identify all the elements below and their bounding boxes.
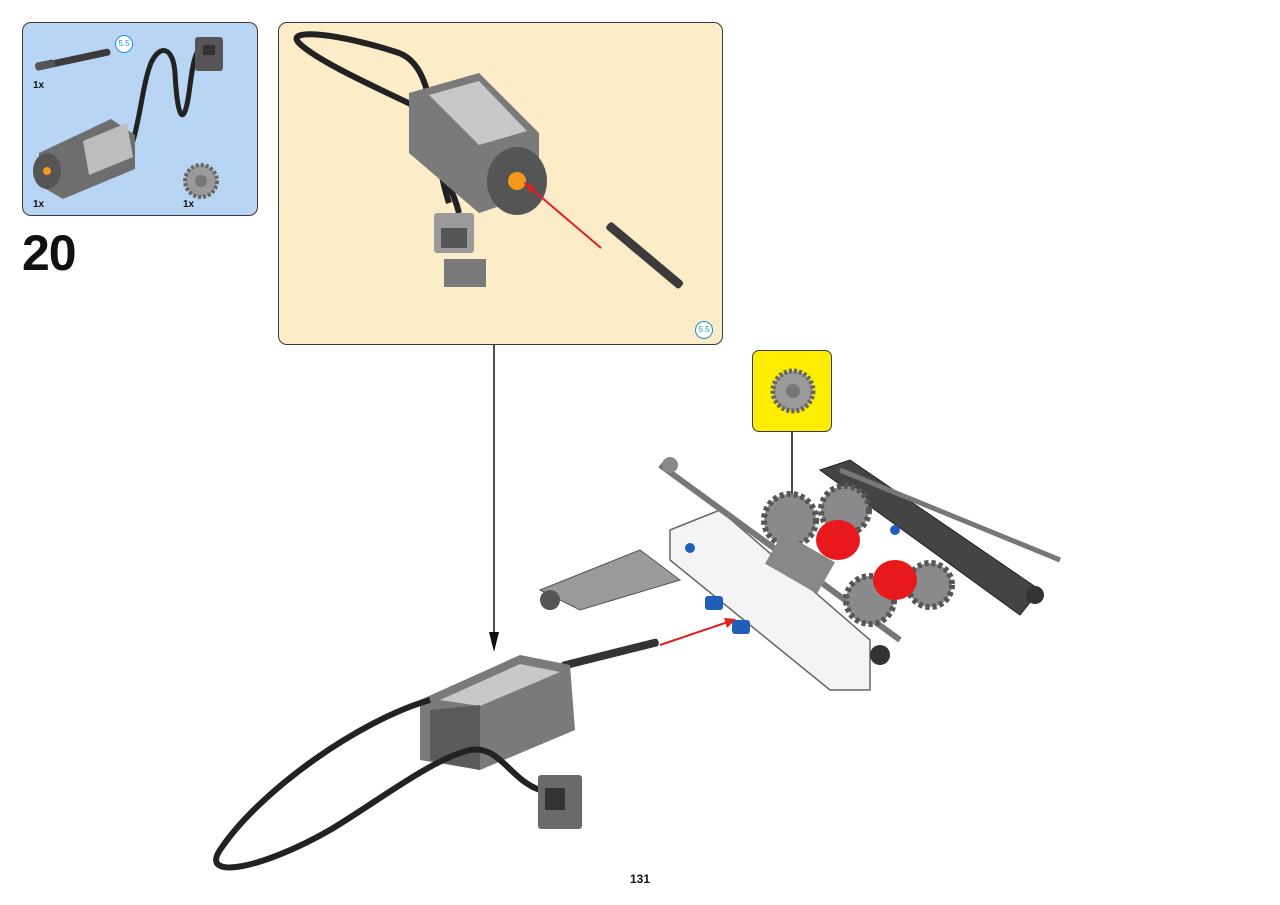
page-number: 131 <box>629 872 651 886</box>
callout-gear-image <box>770 368 816 414</box>
blue-pin-image <box>685 525 900 634</box>
axle-length-badge: 5.5 <box>115 35 133 53</box>
red-differential-image <box>816 520 917 600</box>
gear-callout-box <box>752 350 832 432</box>
sub-assembly-box: 5.5 <box>278 22 723 345</box>
sub-connector-image <box>434 213 486 287</box>
parts-list-illustrations <box>33 37 223 199</box>
sub-axle-length-badge: 5.5 <box>695 321 713 339</box>
motor-quantity: 1x <box>33 199 45 210</box>
gear-part-image <box>183 163 219 199</box>
connector-image <box>195 37 223 71</box>
axle-quantity: 1x <box>33 80 45 91</box>
insert-axle-arrow <box>526 184 602 249</box>
main-motor-cable-image <box>213 697 542 871</box>
gear-quantity: 1x <box>183 199 195 210</box>
axle-part-image <box>34 48 111 71</box>
motor-cable-image <box>130 42 210 142</box>
sub-assembly-illustration <box>293 31 684 289</box>
insert-motor-arrow <box>659 618 736 646</box>
step-number: 20 <box>22 225 77 281</box>
motor-part-image <box>33 119 135 199</box>
subassembly-to-motor-arrow <box>489 345 499 652</box>
main-connector-image <box>538 775 582 829</box>
main-motor-image <box>420 638 659 770</box>
parts-list-box: 5.5 1x 1x 1x <box>22 22 258 216</box>
sub-axle-image <box>606 222 684 289</box>
sub-motor-image <box>409 73 547 215</box>
